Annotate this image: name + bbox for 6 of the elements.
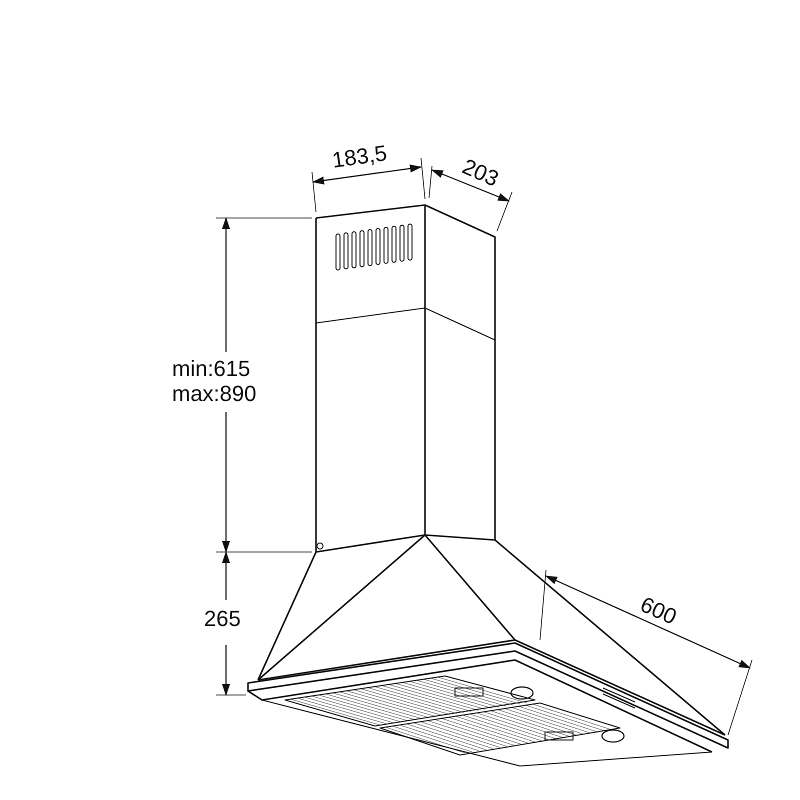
dimension-label: 203 [459,155,502,191]
dimension-label: 183,5 [330,142,388,172]
dimension-label: max:890 [172,383,256,405]
dimension-label: 265 [204,608,241,630]
dimension-label: min:615 [172,358,250,380]
dimension-label: 600 [637,593,680,629]
